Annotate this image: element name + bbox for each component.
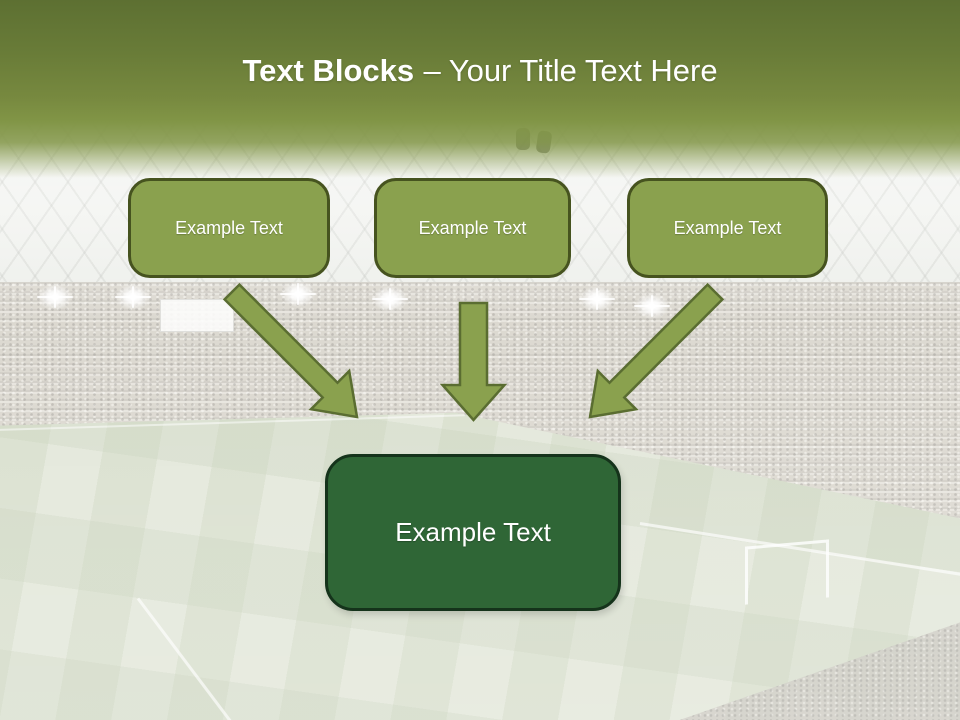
text-block-center: Example Text	[325, 454, 621, 611]
slide-title-emphasis: Text Blocks	[242, 53, 415, 88]
text-block-top-center: Example Text	[374, 178, 571, 278]
text-block-label: Example Text	[673, 217, 782, 238]
text-block-top-left: Example Text	[128, 178, 330, 278]
floodlight-flare-icon	[577, 284, 617, 314]
text-block-label: Example Text	[395, 517, 551, 547]
floodlight-flare-icon	[278, 279, 318, 309]
arrow-down-left-icon	[588, 282, 725, 419]
floodlight-flare-icon	[632, 291, 672, 321]
slide-header-band: Text Blocks– Your Title Text Here	[0, 0, 960, 178]
text-block-label: Example Text	[175, 217, 283, 238]
slide-title: Text Blocks– Your Title Text Here	[0, 0, 960, 88]
text-block-label: Example Text	[418, 217, 527, 238]
slide-title-rest: – Your Title Text Here	[423, 53, 718, 88]
text-block-top-right: Example Text	[627, 178, 828, 278]
floodlight-flare-icon	[35, 282, 75, 312]
floodlight-flare-icon	[113, 282, 153, 312]
arrow-down-icon	[439, 301, 508, 422]
floodlight-flare-icon	[370, 284, 410, 314]
arrow-down-right-icon	[222, 282, 359, 419]
